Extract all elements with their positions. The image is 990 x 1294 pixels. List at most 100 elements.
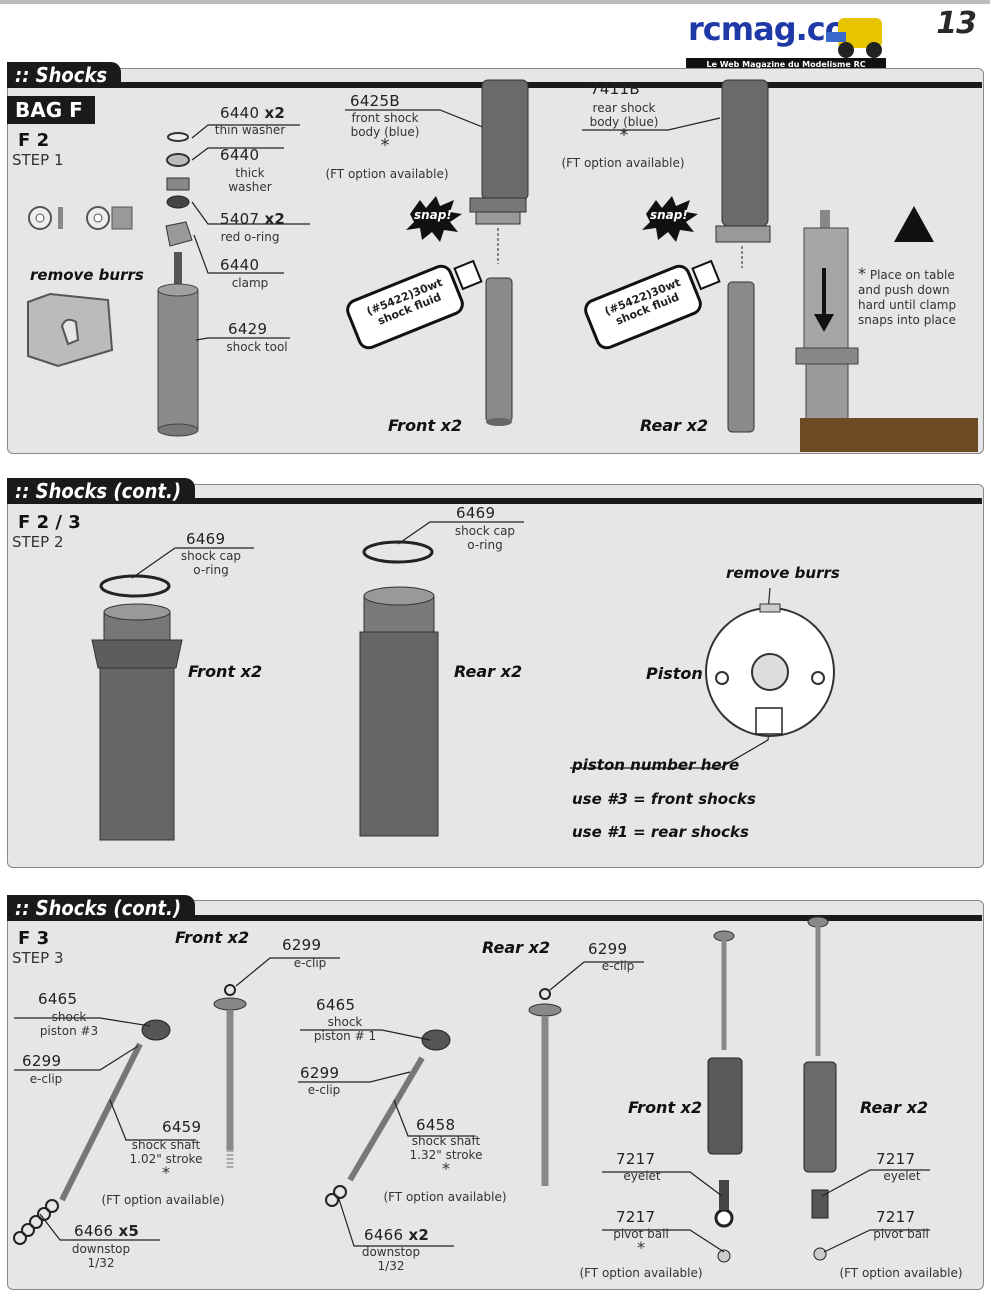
part-6299: 6299 [282, 936, 322, 954]
page-number: 13 [936, 6, 977, 41]
use-front-note: use #3 = front shocks [572, 790, 756, 808]
part-6299: 6299 [22, 1052, 62, 1070]
part-desc: e-clip [307, 1083, 341, 1097]
part-desc: eyelet [883, 1169, 921, 1183]
snap-burst-icon [406, 196, 462, 242]
part-7217-eyelet: 7217 [876, 1150, 916, 1168]
shock-shaft-icon [325, 1029, 451, 1207]
front-shock-assembly-icon [707, 930, 743, 1263]
snap-label: snap! [650, 208, 688, 222]
ft-option-note: (FT option available) [101, 1193, 225, 1207]
piston-label: Piston [646, 664, 703, 683]
rcmag-logo: rcmag.com Le Web Magazine du Modelisme R… [686, 10, 886, 71]
step-label: F 3 STEP 3 [12, 928, 64, 967]
ft-option-note: (FT option available) [561, 156, 685, 170]
step-name: STEP 2 [12, 533, 64, 551]
piston-number-label: piston number here [572, 756, 740, 774]
front-label: Front x2 [188, 662, 263, 681]
rc-car-icon [826, 18, 882, 58]
section-header: :: Shocks (cont.) [7, 478, 982, 508]
clamp-icon [27, 292, 114, 368]
shock-press-icon [795, 210, 978, 452]
rear-shock-body-icon [715, 79, 771, 433]
part-desc: e-clip [601, 959, 635, 973]
part-6425B: 6425B [350, 92, 400, 110]
front-shock-body-icon [469, 79, 529, 426]
part-6299: 6299 [300, 1064, 340, 1082]
step-code: F 3 [18, 928, 50, 949]
step-name: STEP 1 [12, 151, 64, 169]
part-desc: e-clip [293, 956, 327, 970]
part-desc: thin washer [214, 123, 286, 137]
o-ring-icon [362, 540, 434, 564]
part-desc: shock tool [226, 340, 288, 354]
front-label: Front x2 [175, 928, 250, 947]
ft-option-note: (FT option available) [839, 1266, 963, 1280]
step-label: F 2 / 3 STEP 2 [12, 512, 81, 551]
part-6299: 6299 [588, 940, 628, 958]
top-rule [0, 0, 990, 4]
part-7411B: 7411B [590, 80, 640, 98]
shock-tool-icon [157, 283, 199, 437]
section-header: :: Shocks (cont.) [7, 895, 982, 925]
warning-icon [894, 206, 934, 242]
part-6466: 6466 x2 [364, 1226, 430, 1244]
part-6440-clamp: 6440 [220, 256, 260, 274]
logo-tagline: Le Web Magazine du Modelisme RC [686, 58, 886, 71]
front-label: Front x2 [388, 416, 463, 435]
part-6469-front: 6469 [186, 530, 226, 548]
remove-burrs-label: remove burrs [726, 564, 840, 582]
front-shock-body-icon [91, 603, 183, 841]
part-desc: pivot ball [873, 1227, 929, 1241]
part-desc: e-clip [29, 1072, 63, 1086]
part-7217-pivot-ball: 7217 [876, 1208, 916, 1226]
section-title: :: Shocks (cont.) [7, 478, 196, 504]
ft-option-note: (FT option available) [325, 167, 449, 181]
step-label: F 2 STEP 1 [12, 130, 64, 169]
snap-burst-icon [642, 196, 698, 242]
assembled-shaft-icon [528, 988, 562, 1186]
remove-burrs-label: remove burrs [30, 266, 144, 284]
part-desc: red o-ring [220, 230, 280, 244]
section-title: :: Shocks [7, 62, 122, 88]
bag-label: BAG F [7, 96, 95, 124]
rear-label: Rear x2 [454, 662, 523, 681]
step-code: F 2 [18, 130, 50, 151]
rear-label: Rear x2 [860, 1098, 929, 1117]
part-5407: 5407 x2 [220, 210, 286, 228]
part-6459: 6459 [162, 1118, 202, 1136]
snap-label: snap! [414, 208, 452, 222]
part-6429: 6429 [228, 320, 268, 338]
part-6465: 6465 [38, 990, 78, 1008]
fluid-bottle-icon [346, 259, 483, 350]
rear-label: Rear x2 [640, 416, 709, 435]
part-desc: eyelet [623, 1169, 661, 1183]
section-title: :: Shocks (cont.) [7, 895, 196, 921]
assembled-shaft-icon [213, 984, 247, 1168]
part-6465: 6465 [316, 996, 356, 1014]
part-desc: clamp [231, 276, 269, 290]
ft-option-note: (FT option available) [579, 1266, 703, 1280]
part-7217-eyelet: 7217 [616, 1150, 656, 1168]
washer-icon [28, 206, 133, 230]
rear-shock-body-icon [359, 586, 439, 837]
front-label: Front x2 [628, 1098, 703, 1117]
rear-label: Rear x2 [482, 938, 551, 957]
rear-shock-assembly-icon [803, 916, 837, 1261]
part-6466: 6466 x5 [74, 1222, 140, 1240]
part-6440-thick: 6440 [220, 146, 260, 164]
